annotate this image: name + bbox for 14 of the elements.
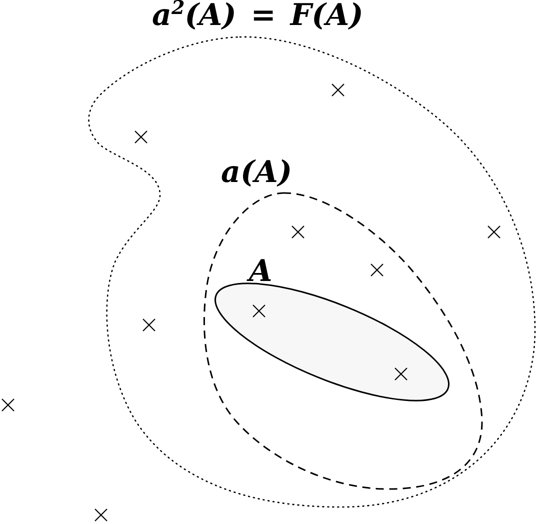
cross-mark (291, 225, 305, 239)
cross-mark (1, 398, 15, 412)
cross-mark (487, 225, 501, 239)
cross-mark (134, 130, 148, 144)
cross-mark (252, 304, 266, 318)
cross-mark (94, 508, 108, 522)
cross-mark (394, 367, 408, 381)
cross-mark (142, 318, 156, 332)
cross-mark (370, 263, 384, 277)
cross-mark (331, 83, 345, 97)
set-label: a(A) (221, 157, 292, 189)
set-region (214, 256, 450, 404)
set-label: a$^{2}$(A) = F(A) (152, 0, 364, 32)
set-label: A (249, 256, 272, 288)
